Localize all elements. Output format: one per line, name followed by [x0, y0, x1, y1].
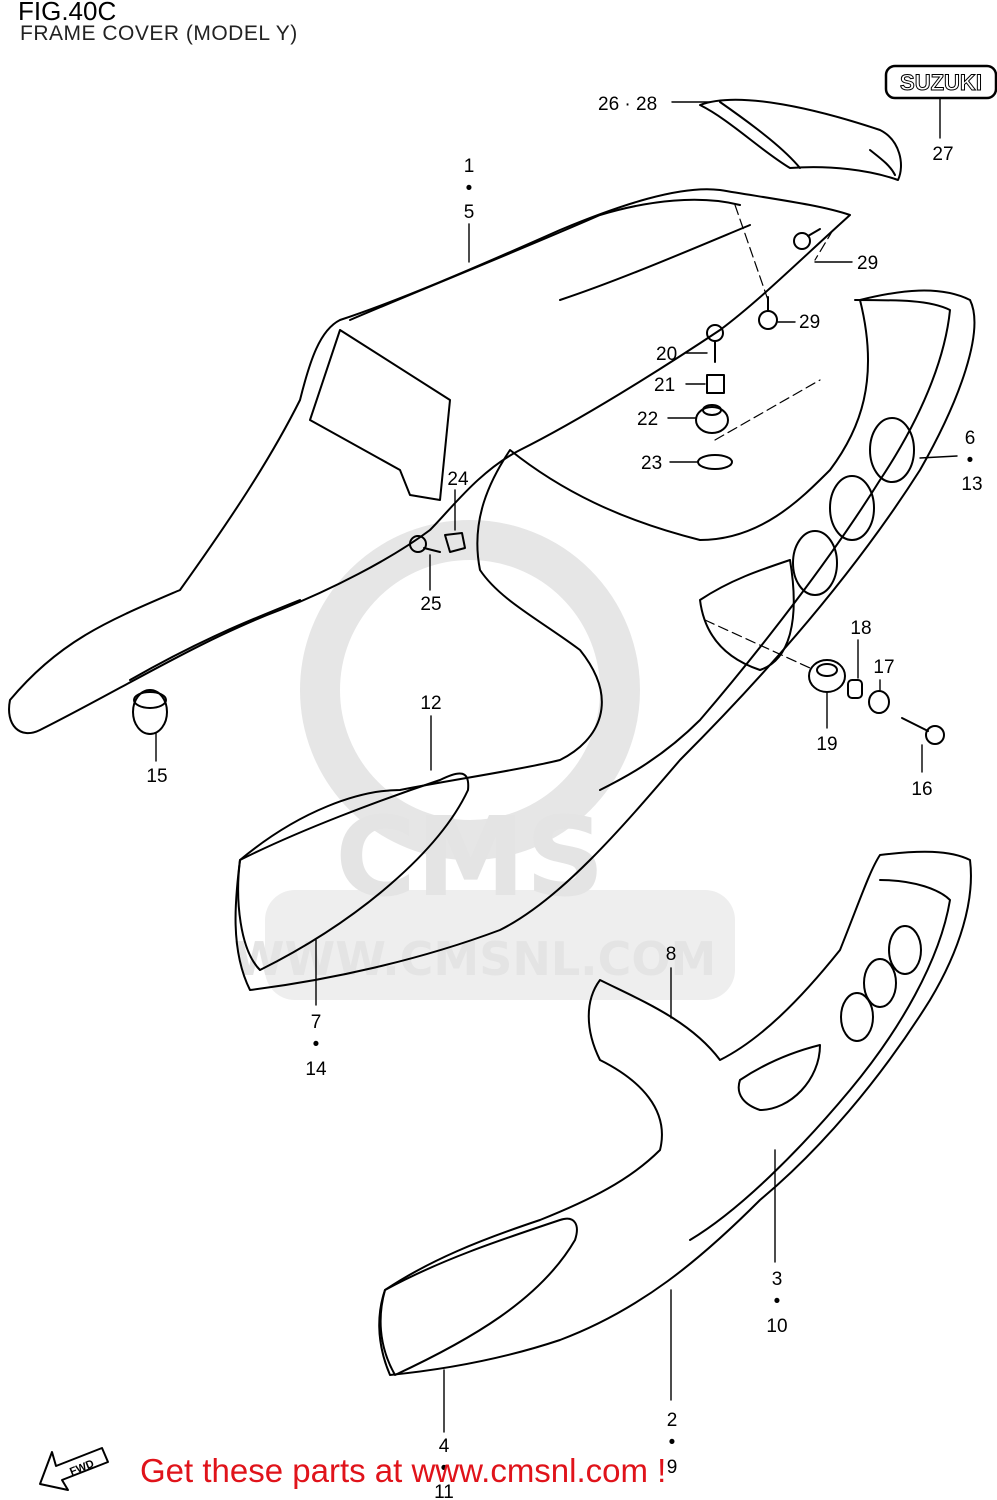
svg-text:5: 5: [464, 202, 475, 223]
grommet-19: [808, 659, 846, 693]
seat-tail-cover-detail: [719, 101, 896, 176]
screw-25: [409, 535, 441, 553]
svg-text:•: •: [774, 1291, 781, 1312]
lens-6: [840, 992, 874, 1042]
washer-23: [697, 454, 733, 470]
screw-29-lower: [758, 296, 778, 330]
screw-16: [901, 717, 945, 745]
svg-text:6: 6: [965, 428, 976, 449]
callout-6: 6 • 13: [961, 428, 982, 495]
callout-25: 25: [420, 594, 441, 615]
lens-4: [888, 925, 922, 975]
rear-cover-duct: [699, 559, 795, 671]
svg-text:13: 13: [961, 474, 982, 495]
callout-16: 16: [911, 779, 932, 800]
assembly-lines: [704, 204, 834, 669]
right-side-cover-rail: [689, 879, 951, 1241]
rear-lower-cover: [234, 289, 976, 991]
screw-29-upper: [793, 228, 821, 250]
watermark-ring: [300, 520, 640, 860]
collar-21: [706, 374, 725, 394]
svg-text:•: •: [441, 1458, 448, 1479]
main-frame-cover-ridge: [129, 198, 751, 681]
callout-20: 20: [656, 344, 677, 365]
callout-19: 19: [816, 734, 837, 755]
callout-1: 1 • 5: [464, 156, 475, 223]
svg-text:4: 4: [439, 1436, 450, 1457]
callout-2: 2 • 9: [667, 1410, 678, 1478]
svg-text:1: 1: [464, 156, 475, 177]
collar-18: [847, 679, 863, 699]
callout-12: 12: [420, 693, 441, 714]
suzuki-badge-text: SUZUKI: [900, 70, 982, 95]
lens-5: [863, 958, 897, 1008]
lens-2: [829, 475, 875, 541]
svg-text:11: 11: [434, 1482, 454, 1500]
right-side-panel-4: [379, 1217, 578, 1376]
clip-24: [444, 532, 466, 553]
main-frame-cover-inner: [309, 329, 451, 501]
lens-1: [869, 417, 915, 483]
leader-lines: [155, 97, 958, 1433]
svg-text:7: 7: [311, 1012, 322, 1033]
callout-8: 8: [666, 944, 677, 965]
rear-cover-rail: [599, 299, 951, 791]
svg-text:10: 10: [766, 1316, 787, 1337]
main-frame-cover: [8, 188, 851, 735]
suzuki-badge-frame: [884, 64, 997, 100]
callout-26-28: 26 · 28: [598, 94, 657, 115]
callout-27: 27: [932, 144, 953, 165]
callout-18: 18: [850, 618, 871, 639]
callout-21: 21: [654, 375, 675, 396]
callout-7: 7 • 14: [305, 1012, 327, 1080]
grommet-15: [132, 689, 168, 735]
right-side-cover: [378, 850, 972, 1376]
svg-text:9: 9: [667, 1457, 678, 1478]
svg-text:3: 3: [772, 1269, 783, 1290]
svg-text:•: •: [669, 1432, 676, 1453]
callout-24: 24: [447, 469, 469, 490]
lens-3: [792, 530, 838, 596]
side-panel-12: [237, 772, 470, 971]
callout-3: 3 • 10: [766, 1269, 787, 1337]
svg-text:2: 2: [667, 1410, 678, 1431]
seat-tail-cover: [699, 98, 902, 181]
svg-text:•: •: [313, 1034, 320, 1055]
washer-17: [868, 690, 890, 714]
grommet-22: [695, 404, 729, 434]
callout-15: 15: [146, 766, 167, 787]
svg-text:•: •: [466, 178, 473, 199]
callout-17: 17: [873, 657, 894, 678]
callout-4: 4 • 11: [434, 1436, 454, 1500]
figure-subtitle: FRAME COVER (MODEL Y): [20, 22, 298, 45]
right-side-duct: [737, 1044, 821, 1111]
watermark-banner: [265, 890, 735, 1000]
watermark-site-text: WWW.CMSNL.COM: [234, 932, 717, 986]
fwd-arrow-icon: FWD: [39, 1447, 109, 1491]
callout-22: 22: [637, 409, 658, 430]
callout-29-upper: 29: [857, 253, 878, 274]
svg-text:•: •: [967, 450, 974, 471]
watermark: CMS WWW.CMSNL.COM: [234, 520, 735, 1000]
callout-23: 23: [641, 453, 662, 474]
watermark-logo-text: CMS: [335, 793, 604, 921]
svg-text:14: 14: [305, 1059, 327, 1080]
figure-label: FIG.40C: [18, 0, 117, 26]
callout-29-lower: 29: [799, 312, 820, 333]
footer-link-text[interactable]: Get these parts at www.cmsnl.com !: [140, 1452, 667, 1489]
screw-20: [706, 324, 724, 363]
